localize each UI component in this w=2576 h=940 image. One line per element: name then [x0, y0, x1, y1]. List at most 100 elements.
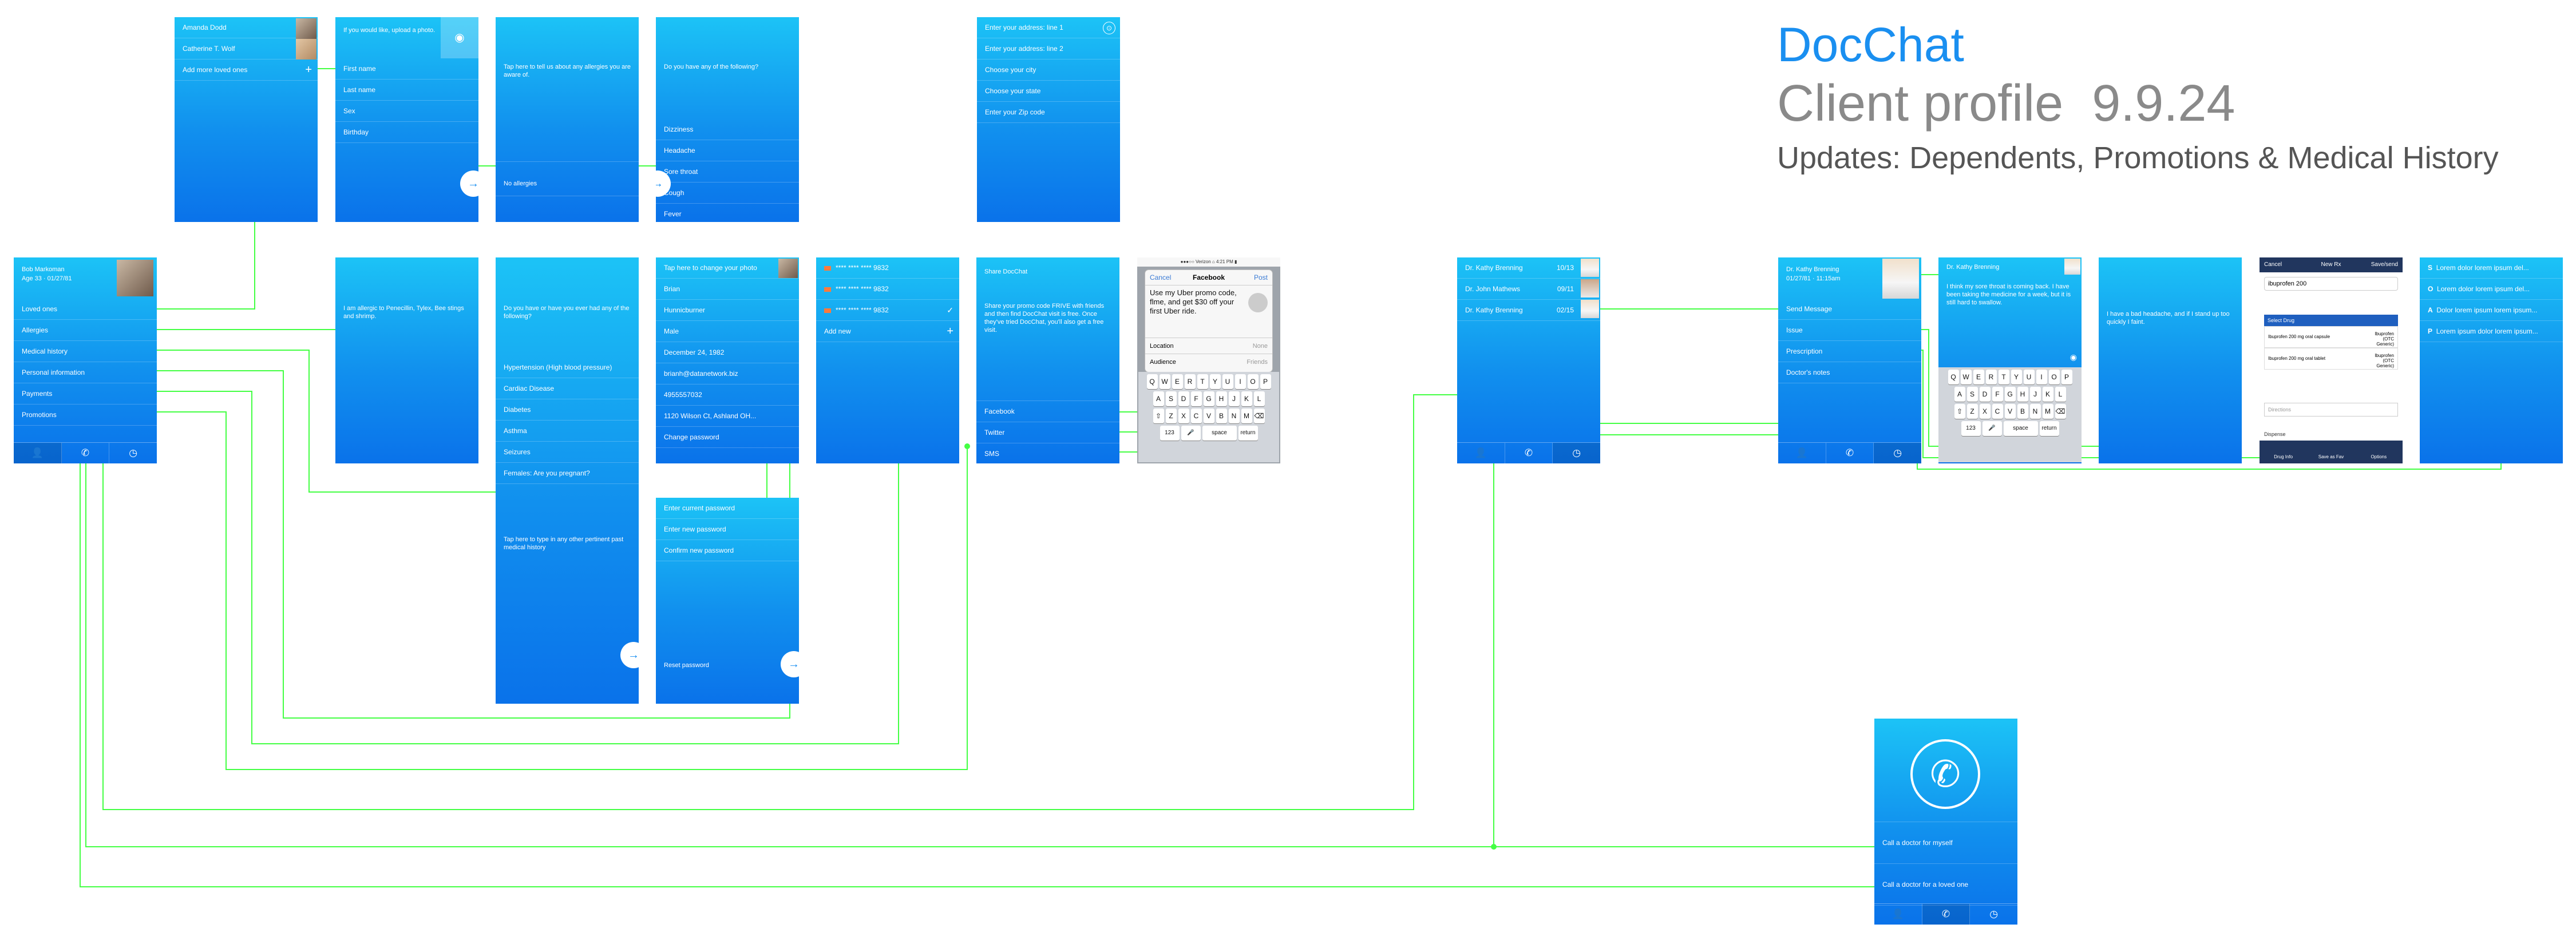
tab-history[interactable]: ◷	[129, 447, 138, 458]
key[interactable]: Y	[2011, 370, 2022, 384]
last-name-field[interactable]: Last name	[335, 80, 478, 101]
key[interactable]: ⌫	[2055, 404, 2066, 419]
key[interactable]: space	[2003, 421, 2038, 436]
history-item[interactable]: Females: Are you pregnant?	[496, 463, 639, 484]
key[interactable]: 123	[1160, 426, 1180, 441]
tab-history[interactable]: ◷	[1874, 443, 1921, 463]
camera-icon[interactable]: ◉	[2069, 352, 2077, 362]
zip-field[interactable]: Enter your Zip code	[977, 102, 1120, 123]
key[interactable]: A	[1954, 387, 1965, 402]
key[interactable]: N	[1228, 408, 1240, 423]
send-message-button[interactable]: Send Message	[1778, 299, 1921, 320]
key[interactable]: ⇧	[1153, 408, 1164, 423]
reset-password-button[interactable]: →	[781, 651, 799, 677]
key[interactable]: X	[1979, 404, 1991, 419]
key[interactable]: T	[1998, 370, 2009, 384]
history-item[interactable]: Cardiac Disease	[496, 378, 639, 399]
key[interactable]: A	[1153, 391, 1164, 406]
doctor-notes-button[interactable]: Doctor's notes	[1778, 362, 1921, 383]
payment-card[interactable]: **** **** **** 9832	[816, 279, 959, 300]
symptom-item[interactable]: Fever	[656, 204, 799, 222]
add-payment-button[interactable]: Add new+	[816, 321, 959, 342]
symptom-item[interactable]: Sore throat	[656, 161, 799, 183]
tab-call[interactable]: ✆	[1505, 443, 1553, 463]
key[interactable]: E	[1172, 374, 1183, 389]
key[interactable]: R	[1985, 370, 1997, 384]
tab-call[interactable]: ✆	[1922, 904, 1970, 925]
key[interactable]: H	[2017, 387, 2028, 402]
key[interactable]: Q	[1948, 370, 1959, 384]
drug-info-button[interactable]: Drug Info	[2274, 454, 2293, 459]
key[interactable]: P	[1260, 374, 1271, 389]
drug-search-input[interactable]: ibuprofen 200	[2264, 277, 2398, 291]
avatar[interactable]	[117, 260, 153, 296]
issue-text[interactable]: I have a bad headache, and if I stand up…	[2107, 311, 2230, 326]
history-item[interactable]: Seizures	[496, 442, 639, 463]
key[interactable]: L	[1253, 391, 1265, 406]
sex-field[interactable]: Sex	[335, 101, 478, 122]
tab-profile[interactable]: 👤	[1778, 443, 1826, 463]
key[interactable]: D	[1979, 387, 1991, 402]
tab-call[interactable]: ✆	[62, 443, 110, 463]
key[interactable]: W	[1159, 374, 1170, 389]
menu-item-personal-information[interactable]: Personal information	[14, 362, 157, 383]
key[interactable]: return	[2039, 421, 2059, 436]
menu-item-payments[interactable]: Payments	[14, 383, 157, 404]
state-select[interactable]: Choose your state	[977, 81, 1120, 102]
key[interactable]: I	[1234, 374, 1246, 389]
key[interactable]: C	[1992, 404, 2003, 419]
key[interactable]: B	[2017, 404, 2028, 419]
soap-note-item[interactable]: P Lorem ipsum dolor lorem ipsum...	[2420, 321, 2563, 342]
key[interactable]: J	[2029, 387, 2041, 402]
key[interactable]: S	[1165, 391, 1177, 406]
soap-note-item[interactable]: S Lorem dolor lorem ipsum del...	[2420, 257, 2563, 279]
directions-field[interactable]: Directions	[2264, 403, 2398, 417]
soap-note-item[interactable]: A Dolor lorem ipsum lorem ipsum...	[2420, 300, 2563, 321]
key[interactable]: T	[1197, 374, 1208, 389]
next-button[interactable]: →	[620, 642, 639, 668]
new-password-field[interactable]: Enter new password	[656, 519, 799, 540]
address-line1-field[interactable]: Enter your address: line 1	[977, 17, 1120, 38]
tab-call[interactable]: ✆	[1826, 443, 1874, 463]
key[interactable]: X	[1178, 408, 1189, 423]
key[interactable]: V	[2004, 404, 2016, 419]
address-field[interactable]: 1120 Wilson Ct, Ashland OH...	[656, 406, 799, 427]
history-item[interactable]: Asthma	[496, 421, 639, 442]
share-facebook-button[interactable]: Facebook	[976, 401, 1119, 422]
key[interactable]: F	[1190, 391, 1202, 406]
key[interactable]: H	[1216, 391, 1227, 406]
share-twitter-button[interactable]: Twitter	[976, 422, 1119, 443]
allergies-text[interactable]: I am allergic to Penecillin, Tylex, Bee …	[343, 305, 464, 320]
phone-icon[interactable]: ✆	[1910, 739, 1980, 809]
key[interactable]: K	[2042, 387, 2053, 402]
loved-one-item[interactable]: Amanda Dodd	[175, 17, 318, 38]
key[interactable]: C	[1190, 408, 1202, 423]
no-allergies-option[interactable]: No allergies	[504, 180, 537, 187]
symptom-item[interactable]: Dizziness	[656, 119, 799, 140]
next-button[interactable]: →	[460, 170, 478, 197]
key[interactable]: E	[1973, 370, 1984, 384]
tab-profile[interactable]: 👤	[14, 443, 62, 463]
location-row[interactable]: Location None	[1145, 338, 1272, 354]
key[interactable]: U	[1222, 374, 1233, 389]
key[interactable]: Z	[1165, 408, 1177, 423]
key[interactable]: D	[1178, 391, 1189, 406]
location-icon[interactable]: ⊙	[1103, 22, 1115, 34]
history-item[interactable]: Diabetes	[496, 399, 639, 421]
post-button[interactable]: Post	[1253, 273, 1268, 281]
key[interactable]: Y	[1209, 374, 1221, 389]
loved-one-item[interactable]: Catherine T. Wolf	[175, 38, 318, 60]
key[interactable]: ⇧	[1954, 404, 1965, 419]
key[interactable]: V	[1203, 408, 1214, 423]
key[interactable]: O	[1247, 374, 1259, 389]
message-text[interactable]: I think my sore throat is coming back. I…	[1946, 283, 2071, 306]
tab-profile[interactable]: 👤	[1457, 443, 1505, 463]
key[interactable]: 123	[1961, 421, 1981, 436]
key[interactable]: L	[2055, 387, 2066, 402]
issue-button[interactable]: Issue	[1778, 320, 1921, 341]
add-loved-one-button[interactable]: Add more loved ones+	[175, 60, 318, 81]
camera-icon[interactable]: ◉	[441, 17, 478, 58]
key[interactable]: space	[1202, 426, 1237, 441]
